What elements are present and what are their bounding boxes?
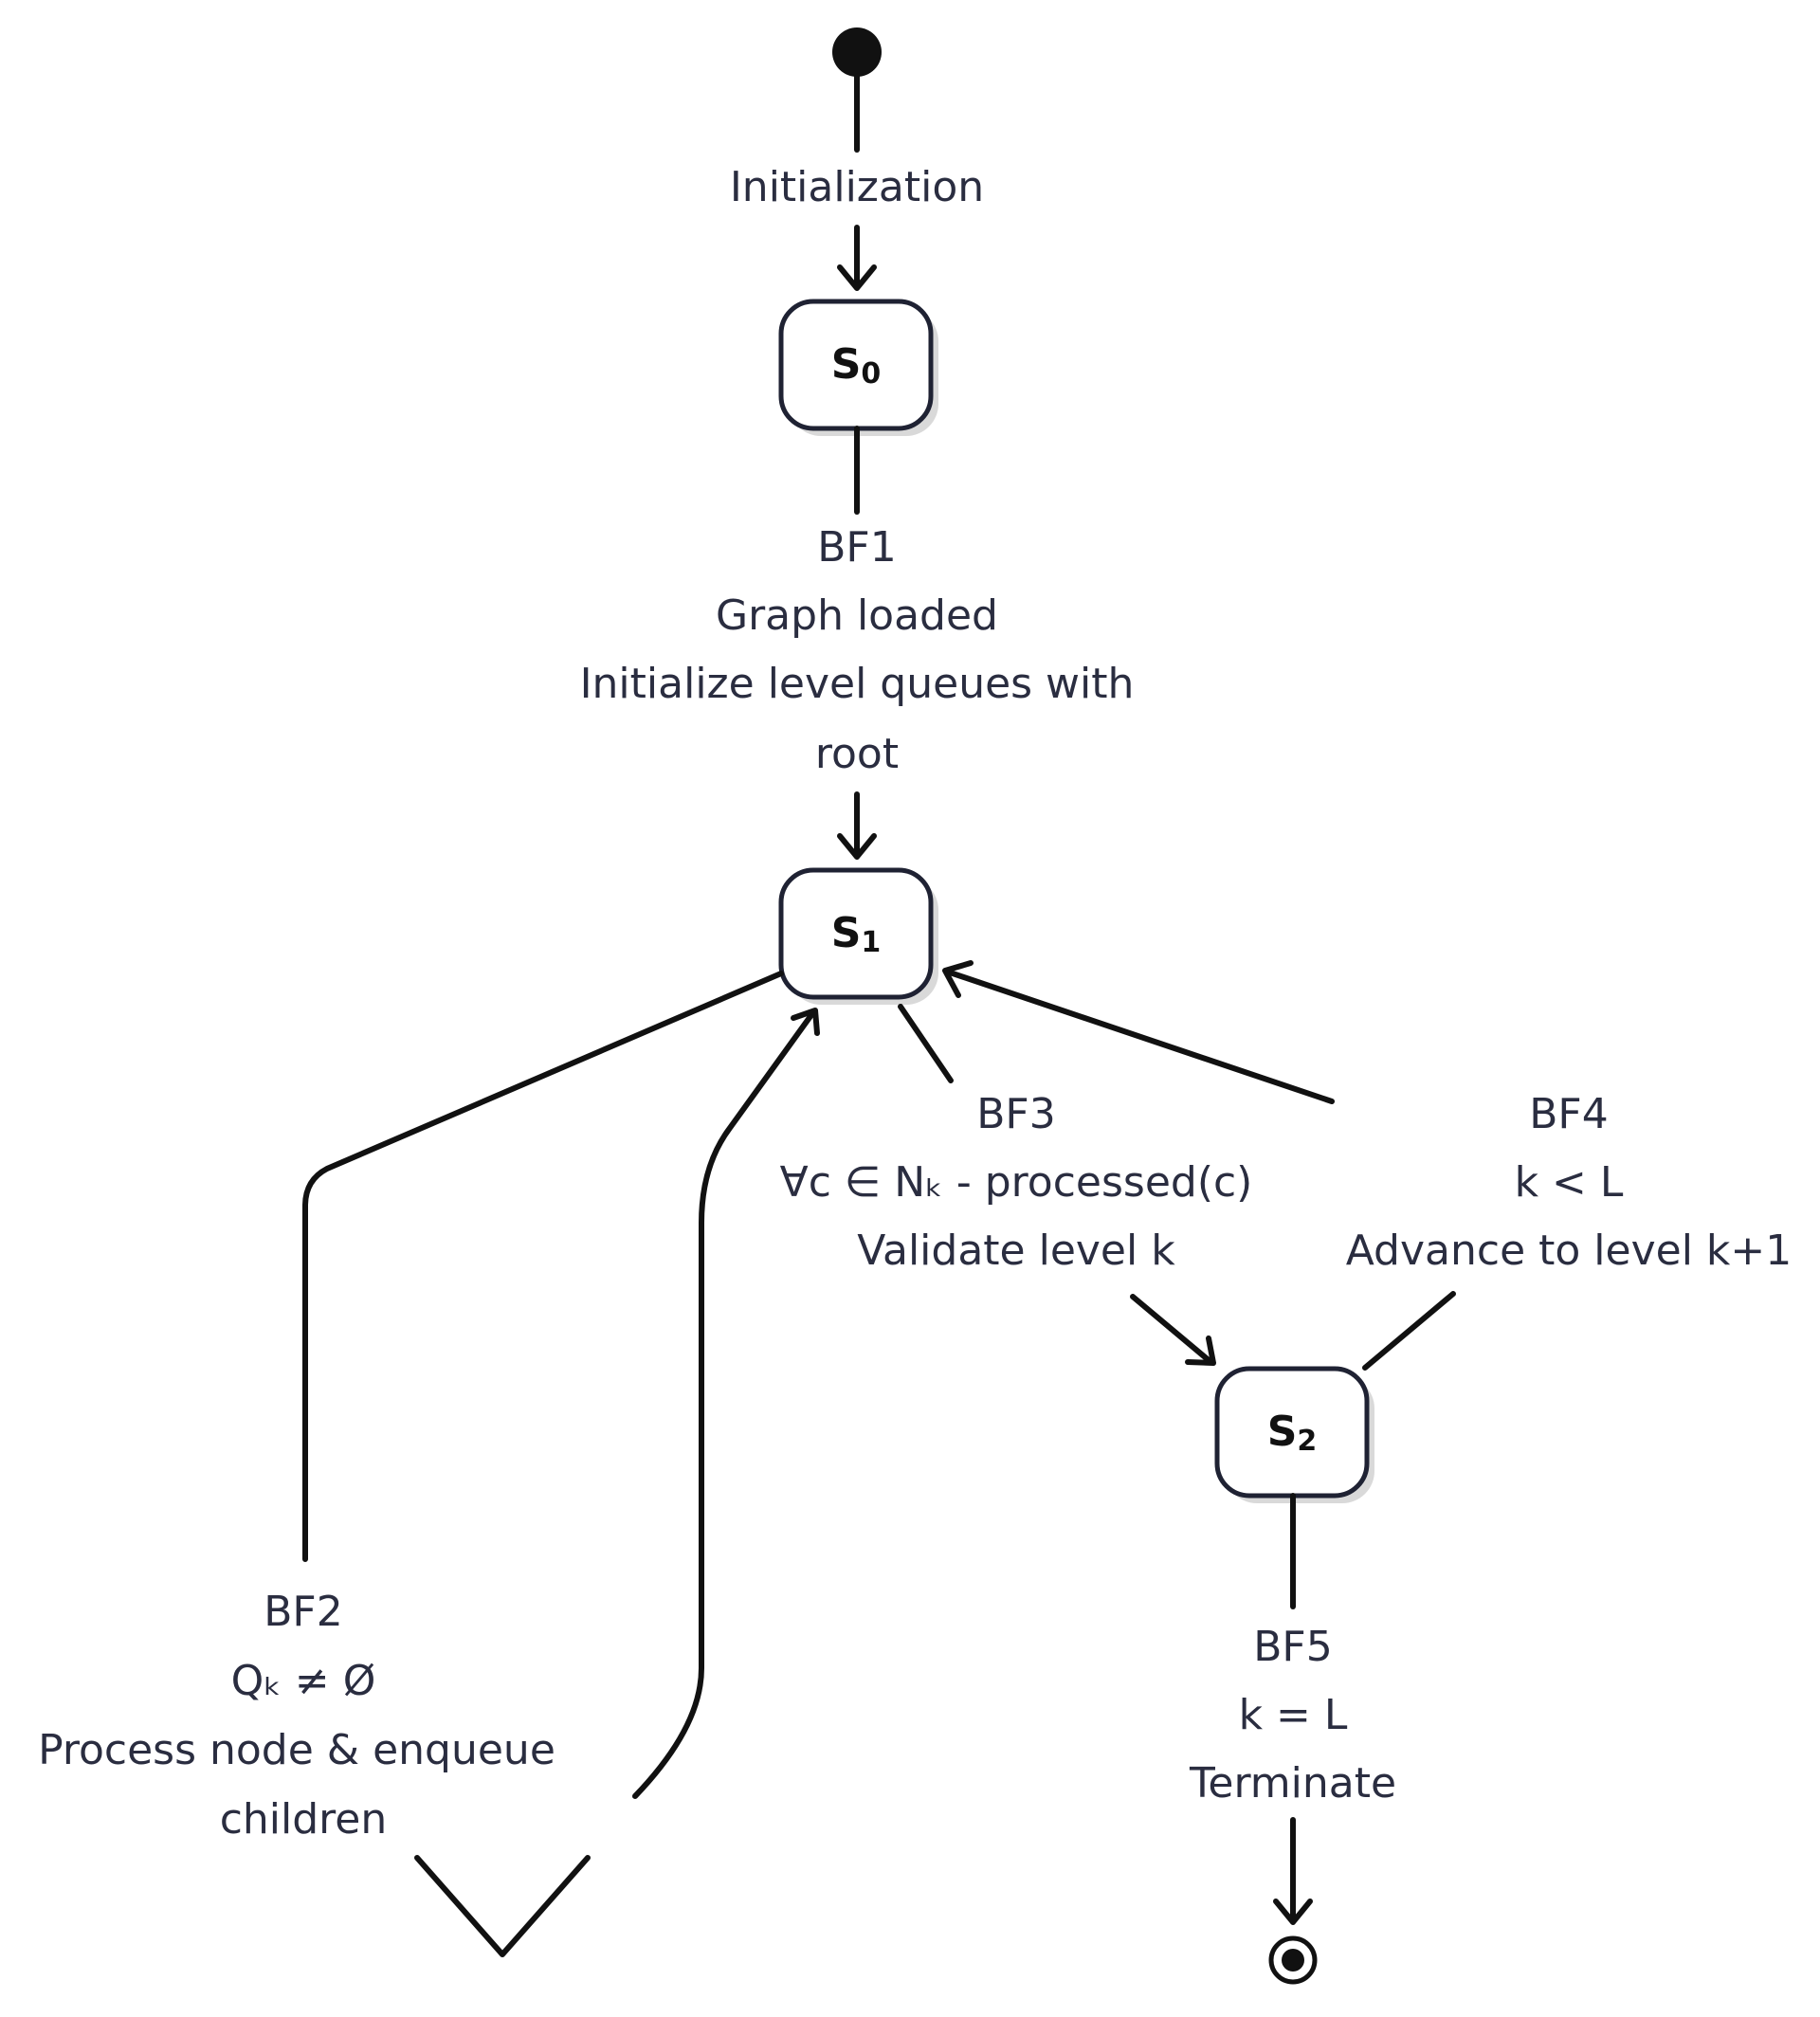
edge-bf4-line-lower bbox=[1362, 1291, 1456, 1371]
edge-bf3-arrowhead bbox=[1185, 1336, 1216, 1366]
edge-bf2-loop-bottom bbox=[414, 1855, 591, 1957]
bf1-id-label: BF1 bbox=[817, 523, 897, 572]
bf4-action-label: Advance to level k+1 bbox=[1346, 1227, 1793, 1275]
edge-bf2-arrowhead bbox=[791, 1008, 820, 1036]
state-s0: S0 bbox=[778, 299, 938, 436]
bf4-id-label: BF4 bbox=[1529, 1090, 1609, 1138]
bf1-guard-label: Graph loaded bbox=[716, 591, 998, 640]
initialization-label: Initialization bbox=[730, 163, 984, 211]
svg-text:S1: S1 bbox=[831, 909, 882, 959]
bf2-id-label: BF2 bbox=[264, 1588, 343, 1636]
state-s0-subscript: 0 bbox=[861, 357, 881, 391]
edge-bf2-return bbox=[632, 1009, 816, 1799]
bf4-guard-label: k < L bbox=[1515, 1158, 1624, 1207]
bf3-id-label: BF3 bbox=[976, 1090, 1056, 1138]
edge-bf3-line-bottom bbox=[1130, 1294, 1211, 1363]
state-s1-subscript: 1 bbox=[861, 926, 881, 959]
bf5-id-label: BF5 bbox=[1253, 1623, 1333, 1671]
bf2-guard-label: Qₖ ≠ Ø bbox=[231, 1657, 376, 1705]
final-node bbox=[1268, 1935, 1318, 1985]
initial-node bbox=[832, 27, 882, 77]
edge-bf4-line-upper bbox=[947, 970, 1335, 1104]
edge-bf1-arrowhead bbox=[837, 833, 877, 860]
state-s1: S1 bbox=[778, 867, 938, 1005]
edge-bf3-line-top bbox=[898, 1004, 954, 1083]
bf3-guard-label: ∀c ∈ Nₖ - processed(c) bbox=[780, 1158, 1253, 1207]
edge-bf4-arrowhead bbox=[942, 960, 974, 998]
edge-initial-arrowhead bbox=[837, 264, 877, 291]
edge-bf2-outgoing bbox=[302, 971, 784, 1562]
bf1-action-label-1: Initialize level queues with bbox=[580, 660, 1135, 708]
svg-text:S2: S2 bbox=[1267, 1408, 1318, 1458]
bf5-action-label: Terminate bbox=[1189, 1759, 1396, 1808]
bf2-action-label-1: Process node & enqueue bbox=[38, 1726, 555, 1774]
state-s1-name: S bbox=[831, 909, 862, 957]
state-s2: S2 bbox=[1214, 1366, 1374, 1503]
state-s2-name: S bbox=[1267, 1408, 1298, 1456]
bf3-action-label: Validate level k bbox=[857, 1227, 1175, 1275]
bf1-action-label-2: root bbox=[815, 730, 899, 778]
state-s0-name: S bbox=[831, 340, 862, 389]
state-s2-subscript: 2 bbox=[1297, 1425, 1317, 1458]
bf5-guard-label: k = L bbox=[1239, 1691, 1348, 1739]
svg-text:S0: S0 bbox=[831, 340, 882, 391]
edge-bf5-arrowhead bbox=[1273, 1899, 1313, 1925]
bf2-action-label-2: children bbox=[220, 1795, 388, 1844]
